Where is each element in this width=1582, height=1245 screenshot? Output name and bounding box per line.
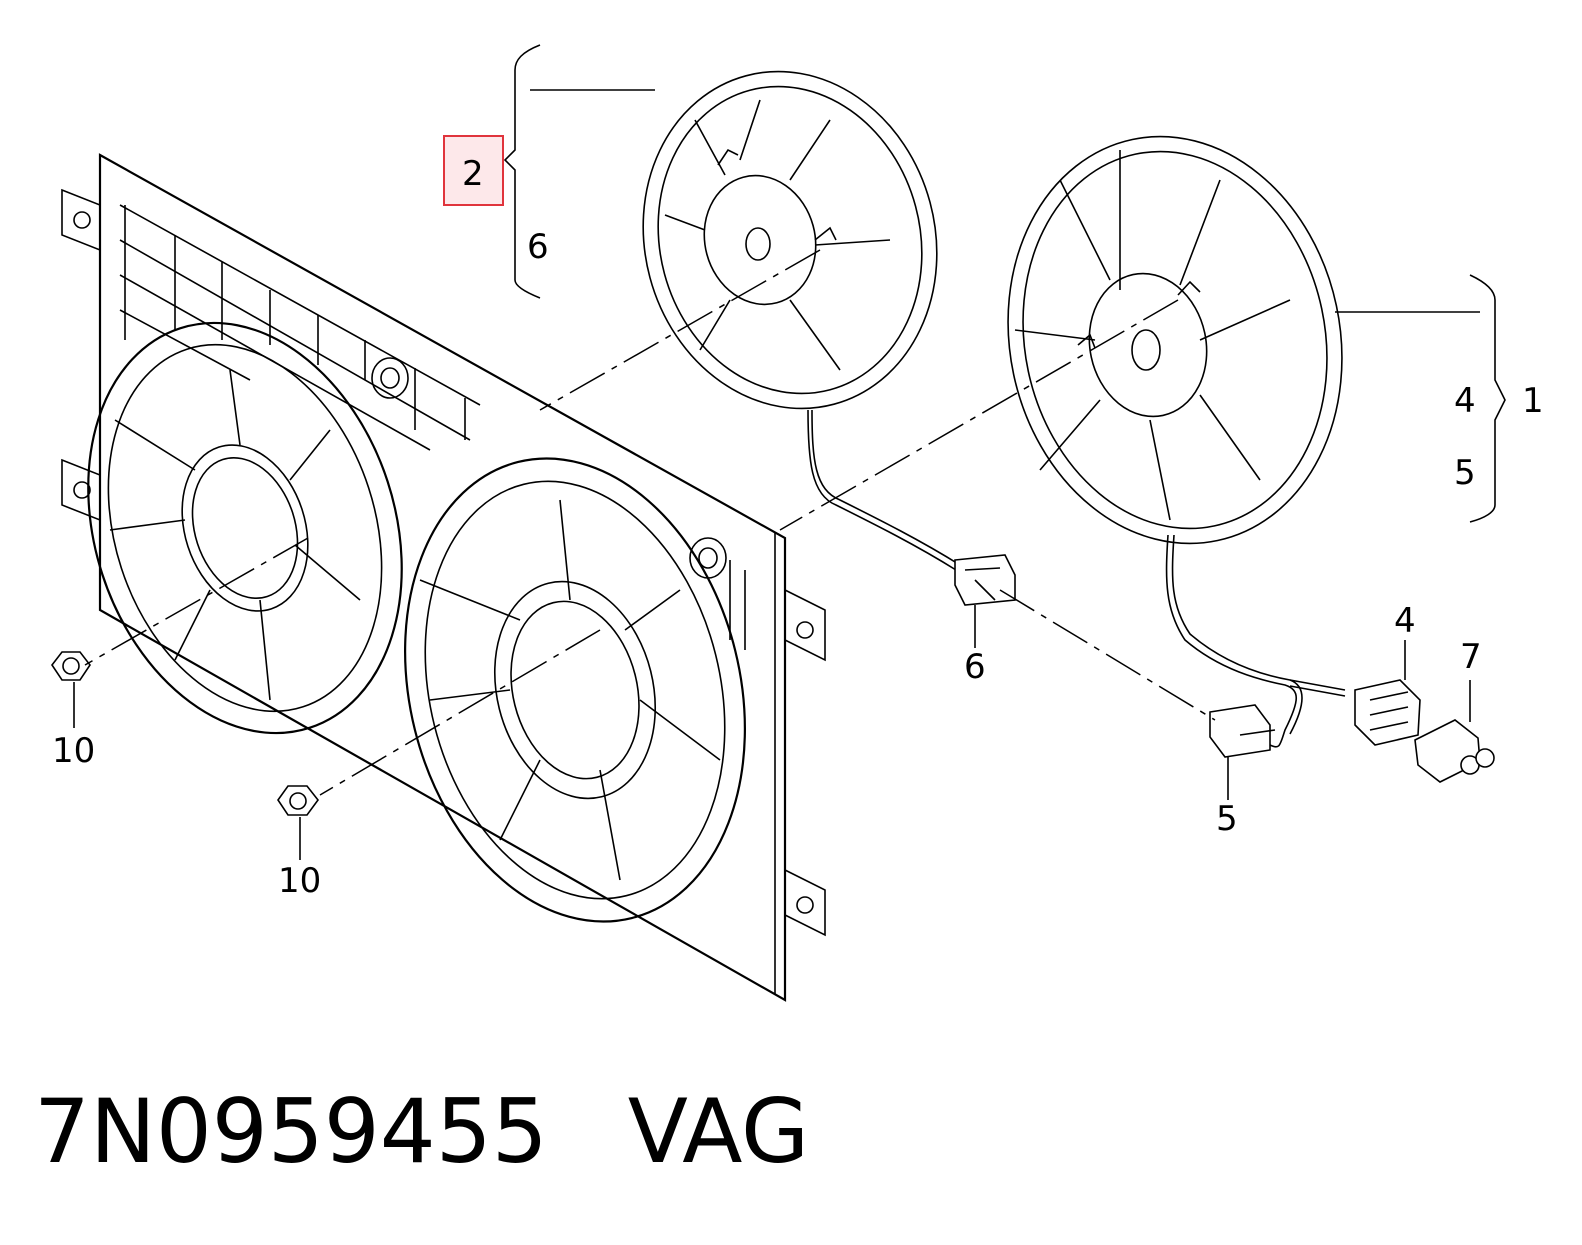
assembly-axis-lines	[84, 249, 1216, 796]
callout-10-mid: 10	[278, 861, 321, 901]
callout-1: 1	[1522, 381, 1544, 421]
fan-shroud	[61, 153, 826, 1002]
connector-4	[1354, 679, 1421, 746]
connector-7	[1414, 719, 1495, 783]
callout-5-connector: 5	[1216, 799, 1238, 839]
brand-name: VAG	[627, 1080, 810, 1183]
leader-lines	[73, 44, 1506, 860]
part-number: 7N0959455	[34, 1080, 548, 1183]
callout-4-bracket: 4	[1454, 381, 1476, 421]
callout-6-bracket: 6	[527, 227, 549, 267]
callout-6-connector: 6	[964, 647, 986, 687]
wiring-harness	[807, 409, 1346, 748]
callout-5-bracket: 5	[1454, 453, 1476, 493]
fan-impeller-small	[642, 70, 938, 410]
nut-10-left	[51, 651, 91, 681]
nut-10-mid	[277, 785, 320, 816]
callout-7-connector: 7	[1460, 637, 1482, 677]
fan-impeller-large	[1007, 135, 1343, 545]
connector-6	[954, 554, 1016, 606]
part-caption: 7N0959455 VAG	[34, 1080, 809, 1183]
callout-highlight-box	[443, 135, 504, 206]
connector-5	[1209, 704, 1276, 758]
callout-2: 2	[462, 154, 484, 194]
callout-10-left: 10	[52, 731, 95, 771]
callout-4-connector: 4	[1394, 601, 1416, 641]
